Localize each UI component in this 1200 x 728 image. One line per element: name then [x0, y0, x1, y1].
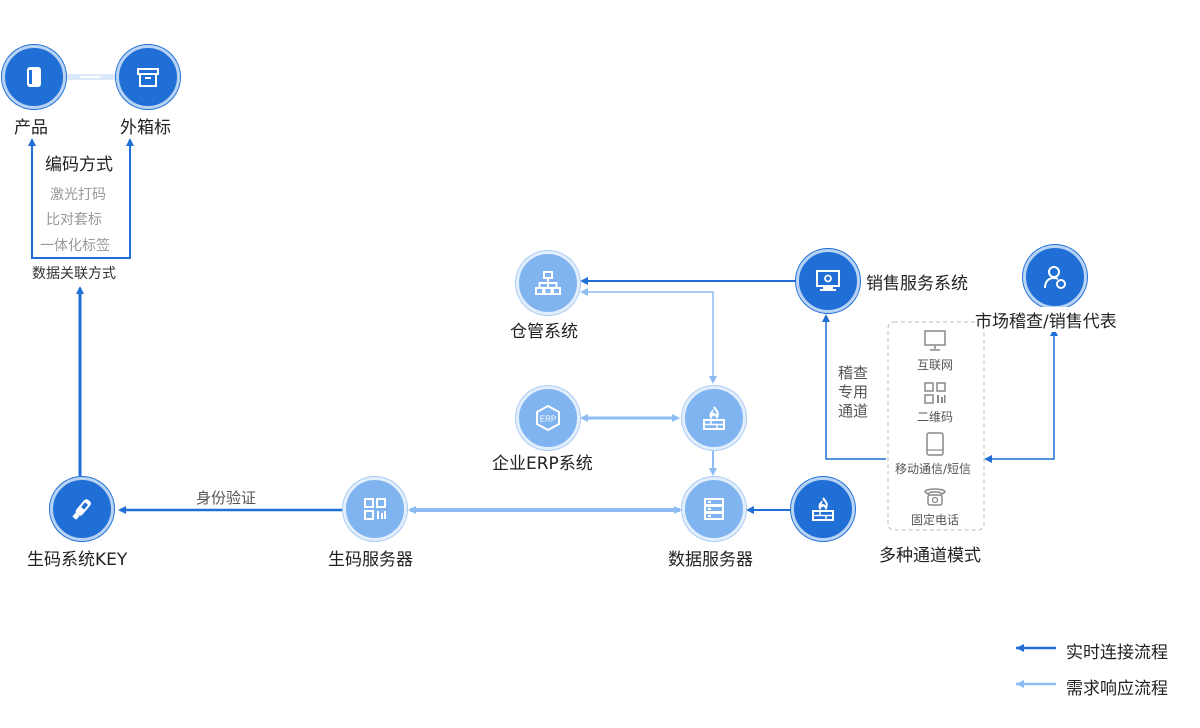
product-node[interactable] [2, 45, 66, 109]
erp-hexagon-icon: ERP [536, 404, 560, 432]
erp-node[interactable]: ERP [516, 386, 580, 450]
data-server-label: 数据服务器 [668, 550, 753, 570]
encoding-item-compare: 比对套标 [46, 212, 102, 228]
encoding-title: 编码方式 [45, 155, 113, 175]
telephone-icon [924, 488, 946, 506]
usb-key-icon [72, 499, 91, 520]
encoding-relation: 数据关联方式 [32, 263, 116, 283]
monitor-gear-icon [816, 270, 840, 291]
channel-internet: 互联网 [916, 358, 954, 372]
qr-code-icon [924, 382, 946, 404]
audit-label-2: 专用 [838, 383, 869, 401]
legend-realtime: 实时连接流程 [1066, 643, 1168, 663]
channel-mobile: 移动通信/短信 [894, 460, 972, 477]
erp-badge-text: ERP [540, 415, 556, 424]
outer-box-node[interactable] [116, 45, 180, 109]
warehouse-firewall-line [580, 288, 717, 384]
key-node[interactable] [50, 477, 114, 541]
multi-channel-label: 多种通道模式 [879, 546, 981, 566]
inspector-label: 市场稽查/销售代表 [975, 307, 1117, 332]
firewall-node[interactable] [682, 386, 746, 450]
server-icon [704, 498, 724, 520]
audit-label-1: 稽查 [838, 364, 869, 382]
channel-box [887, 321, 985, 531]
inspector-channel-line [984, 328, 1058, 463]
encoding-bracket [31, 142, 131, 259]
key-label: 生码系统KEY [27, 550, 128, 570]
tablet-icon [926, 432, 944, 456]
sales-node[interactable] [796, 249, 860, 313]
channel-qrcode: 二维码 [916, 410, 954, 424]
firewall-icon [703, 406, 725, 430]
encoding-item-integrated: 一体化标签 [40, 238, 110, 254]
code-server-node[interactable] [343, 477, 407, 541]
multi-channel-node[interactable] [791, 477, 855, 541]
outer-box-label: 外箱标 [120, 118, 171, 138]
box-icon [137, 68, 159, 87]
qr-grid-icon [364, 498, 386, 520]
product-label: 产品 [14, 118, 48, 138]
sales-label: 销售服务系统 [866, 274, 968, 294]
org-tree-icon [535, 271, 561, 295]
audit-label-3: 通道 [838, 402, 869, 420]
encoding-item-laser: 激光打码 [50, 187, 106, 203]
inspector-node[interactable] [1023, 245, 1087, 309]
legend-request: 需求响应流程 [1066, 679, 1168, 699]
channel-landline: 固定电话 [910, 513, 960, 527]
erp-label: 企业ERP系统 [492, 454, 593, 474]
audit-channel-line [822, 314, 886, 460]
warehouse-node[interactable] [516, 251, 580, 315]
data-server-node[interactable] [682, 477, 746, 541]
user-gear-icon [1044, 266, 1066, 289]
code-server-label: 生码服务器 [328, 550, 413, 570]
identity-label: 身份验证 [196, 489, 257, 507]
firewall-icon [812, 497, 834, 521]
desktop-icon [924, 330, 946, 351]
warehouse-label: 仓管系统 [510, 322, 578, 342]
can-icon [27, 67, 41, 87]
